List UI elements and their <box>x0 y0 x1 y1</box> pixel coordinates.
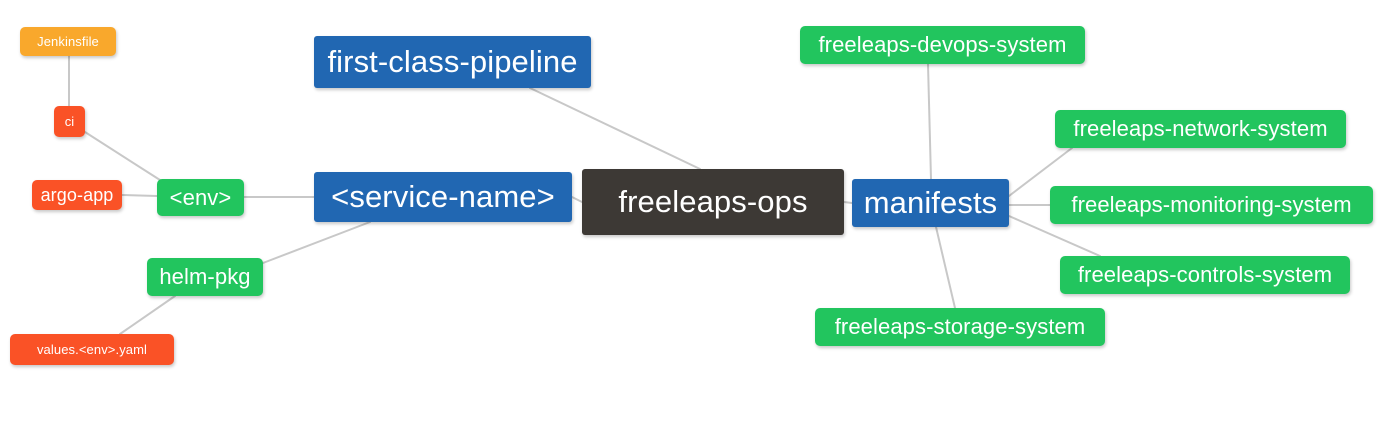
mindmap-node-label: freeleaps-storage-system <box>834 314 1086 339</box>
mindmap-edge <box>119 295 176 335</box>
mindmap-node-label: freeleaps-network-system <box>1073 116 1328 141</box>
mindmap-node-values-env-yaml[interactable]: values.<env>.yaml <box>10 334 174 365</box>
mindmap-node-label: <service-name> <box>331 179 555 214</box>
mindmap-node-freeleaps-monitoring-system[interactable]: freeleaps-monitoring-system <box>1050 186 1373 224</box>
mindmap-node-first-class-pipeline[interactable]: first-class-pipeline <box>314 36 591 88</box>
mindmap-node-argo-app[interactable]: argo-app <box>32 180 122 210</box>
mindmap-node-label: freeleaps-ops <box>618 184 808 219</box>
mindmap-node-helm-pkg[interactable]: helm-pkg <box>147 258 263 296</box>
mindmap-node-manifests[interactable]: manifests <box>852 179 1009 227</box>
mindmap-node-freeleaps-ops[interactable]: freeleaps-ops <box>582 169 844 235</box>
mindmap-node-jenkinsfile[interactable]: Jenkinsfile <box>20 27 116 56</box>
mindmap-node-label: argo-app <box>40 184 114 205</box>
mindmap-node-label: helm-pkg <box>159 264 251 289</box>
mindmap-node-label: manifests <box>863 185 998 220</box>
mindmap-node-freeleaps-network-system[interactable]: freeleaps-network-system <box>1055 110 1346 148</box>
mindmap-node-freeleaps-controls-system[interactable]: freeleaps-controls-system <box>1060 256 1350 294</box>
mindmap-node-ci[interactable]: ci <box>54 106 85 137</box>
mindmap-edge <box>529 87 701 170</box>
mindmap-node-label: <env> <box>169 184 232 210</box>
mindmap-edge <box>121 194 158 197</box>
mindmap-node-freeleaps-storage-system[interactable]: freeleaps-storage-system <box>815 308 1105 346</box>
mindmap-node-freeleaps-devops-system[interactable]: freeleaps-devops-system <box>800 26 1085 64</box>
mindmap-node-label: freeleaps-devops-system <box>818 32 1067 57</box>
mindmap-edge <box>84 131 161 181</box>
mindmap-node-service-name[interactable]: <service-name> <box>314 172 572 222</box>
mindmap-node-env[interactable]: <env> <box>157 179 244 216</box>
mindmap-edge <box>571 196 583 203</box>
mindmap-edge <box>927 63 932 180</box>
mindmap-node-label: values.<env>.yaml <box>36 342 148 357</box>
mindmap-edge <box>843 201 853 204</box>
mindmap-node-label: Jenkinsfile <box>37 34 99 49</box>
mindmap-node-label: freeleaps-controls-system <box>1077 262 1333 287</box>
mindmap-node-label: ci <box>64 114 75 129</box>
mindmap-edge <box>935 226 956 309</box>
mindmap-edge <box>262 221 371 264</box>
mindmap-node-label: first-class-pipeline <box>327 44 578 79</box>
mindmap-node-label: freeleaps-monitoring-system <box>1071 192 1352 217</box>
